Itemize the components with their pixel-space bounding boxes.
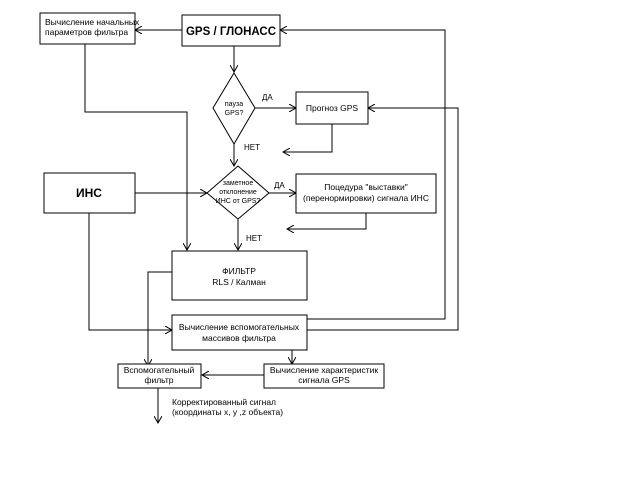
ins-node: ИНС [43,172,136,214]
gps-glonass-label: GPS / ГЛОНАСС [186,26,276,38]
connectors [84,30,459,423]
arrow-alignment-return [287,213,367,229]
arrow-gps-loop-forecast [307,108,459,331]
arrow-ins-to-aux [88,213,172,330]
pause-no-label: НЕТ [244,143,260,152]
alignment-node: Поцедура "выставки" (перенормировки) сиг… [295,173,437,214]
alignment-line-2: (перенормировки) сигнала ИНС [303,193,429,203]
gps-characteristics-node: Вычисление характеристик сигнала GPS [263,363,385,389]
filter-line-1: ФИЛЬТР [222,266,256,276]
gps-forecast-label: Прогноз GPS [306,103,359,113]
deviation-line-1: заметное [223,180,254,187]
gps-characteristics-line-1: Вычисление характеристик [270,365,378,375]
init-params-node: Вычисление начальных параметров фильтра [39,12,140,45]
pause-gps-line-2: GPS? [225,110,244,117]
arrow-init-to-filter [84,44,187,250]
aux-arrays-line-2: массивов фильтра [202,333,276,343]
arrow-aux-loop [280,30,446,320]
alignment-line-1: Поцедура "выставки" [324,182,408,192]
output-label-line-2: (координаты x, y ,z объекта) [172,407,283,417]
output-label-line-1: Корректированный сигнал [172,397,276,407]
filter-node: ФИЛЬТР RLS / Калман [171,250,308,301]
deviation-line-2: отклонение [219,189,257,196]
deviation-decision: заметное отклонение ИНС от GPS? [206,165,270,220]
aux-arrays-line-1: Вычисление вспомогательных [179,322,300,332]
pause-gps-decision: пауза GPS? [212,72,256,145]
deviation-yes-label: ДА [274,181,285,190]
gps-characteristics-line-2: сигнала GPS [298,375,350,385]
pause-yes-label: ДА [262,93,273,102]
aux-filter-line-1: Вспомогательный [124,365,195,375]
aux-arrays-node: Вычисление вспомогательных массивов филь… [171,314,308,351]
deviation-no-label: НЕТ [246,234,262,243]
aux-filter-line-2: фильтр [144,375,173,385]
gps-forecast-node: Прогноз GPS [295,91,369,125]
aux-filter-node: Вспомогательный фильтр [117,363,202,389]
ins-label: ИНС [76,186,102,200]
filter-line-2: RLS / Калман [212,277,266,287]
deviation-line-3: ИНС от GPS? [216,198,261,205]
arrow-forecast-return [283,124,333,152]
init-params-line-2: параметров фильтра [45,27,128,37]
arrow-filter-to-auxfilter [148,271,172,366]
pause-gps-line-1: пауза [225,101,243,108]
gps-glonass-node: GPS / ГЛОНАСС [181,14,281,47]
init-params-line-1: Вычисление начальных [45,17,140,27]
